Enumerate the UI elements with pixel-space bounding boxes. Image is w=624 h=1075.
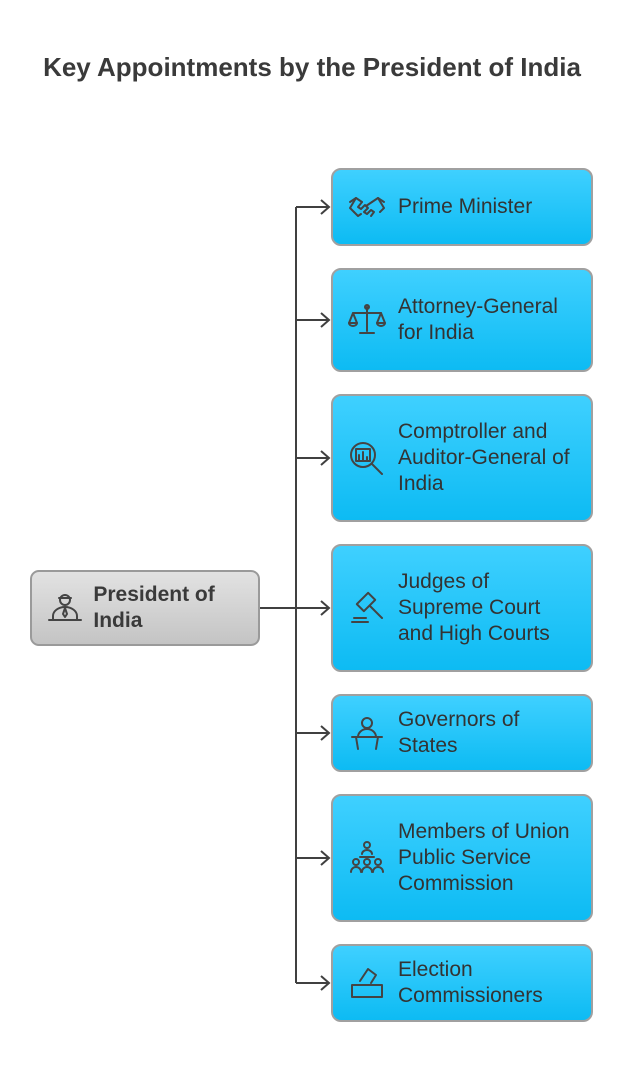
node-attorney-general: Attorney-General for India	[331, 268, 593, 372]
arrowhead-7	[320, 975, 331, 991]
node-label: Governors of States	[398, 708, 520, 757]
arrowhead-6	[320, 850, 331, 866]
arrowhead-1	[320, 199, 331, 215]
node-judges: Judges of Supreme Court and High Courts	[331, 544, 593, 672]
node-label: Members of Union Public Service Commissi…	[398, 820, 570, 895]
node-upsc: Members of Union Public Service Commissi…	[331, 794, 593, 922]
node-label: Prime Minister	[398, 195, 533, 218]
arrowhead-4	[320, 600, 331, 616]
ballot-box-icon	[347, 965, 387, 1001]
scales-icon	[347, 303, 387, 337]
node-label: Attorney-General for India	[398, 295, 558, 344]
node-prime-minister: Prime Minister	[331, 168, 593, 246]
governor-podium-icon	[347, 715, 387, 751]
handshake-icon	[347, 190, 387, 224]
arrowhead-2	[320, 312, 331, 328]
audit-magnifier-icon	[347, 440, 387, 476]
node-label: Election Commissioners	[398, 958, 543, 1007]
gavel-icon	[347, 590, 387, 626]
node-label: Comptroller and Auditor-General of India	[398, 420, 570, 495]
root-node-president: President of India	[30, 570, 260, 646]
president-icon	[46, 590, 83, 626]
node-governors: Governors of States	[331, 694, 593, 772]
node-label: Judges of Supreme Court and High Courts	[398, 570, 550, 645]
arrowhead-3	[320, 450, 331, 466]
commission-group-icon	[347, 840, 387, 876]
root-node-label: President of India	[93, 583, 215, 632]
arrowhead-5	[320, 725, 331, 741]
node-cag: Comptroller and Auditor-General of India	[331, 394, 593, 522]
diagram-title: Key Appointments by the President of Ind…	[43, 52, 581, 82]
node-election-commissioners: Election Commissioners	[331, 944, 593, 1022]
